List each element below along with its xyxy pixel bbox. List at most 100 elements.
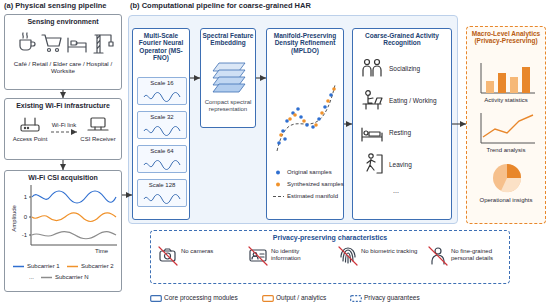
legend-text: Subcarrier N [55,274,89,280]
ellipsis: ... [393,187,399,195]
activity-icons [361,57,383,179]
receiver-icon [86,115,110,133]
legend-swatch [67,263,79,270]
node-title: Scale 64 [138,148,186,155]
legend-swatch [41,274,53,281]
tick-label: 1 [17,194,27,201]
legend-text: Subcarrier 2 [81,263,114,269]
node-title: Privacy-preserving characteristics [151,234,509,242]
legend-sample [151,295,162,301]
activity-label: Resting [389,129,411,136]
node-title: Scale 16 [138,80,186,87]
legend-text: Synthesized samples [287,181,344,187]
analytics-box: Macro-Level Analytics (Privacy-Preservin… [466,26,546,224]
node-title: Access Point [9,136,51,143]
axis-title: Amplitude [11,201,18,235]
legend-sample [13,266,24,268]
legend-sample [273,196,284,197]
node-title: Coarse-Grained Activity Recognition [354,32,450,47]
venue-icons [15,30,113,56]
flow-arrow [62,160,63,170]
legend-text: Core processing modules [164,294,238,301]
access-point: Access Point [9,115,51,149]
csi-receiver: CSI Receiver [77,115,119,149]
axis-title: Time [95,248,108,255]
module-box: Coarse-Grained Activity Recognition Soci… [352,28,452,220]
flow-arrow [62,90,63,98]
legend-swatch [262,295,274,302]
privacy-box: Privacy-preserving characteristics No ca… [150,230,510,284]
legend-swatch [273,169,285,176]
legend-item: Core processing modules [150,294,238,302]
flow-arrow [256,77,266,78]
module-box: Spectral Feature EmbeddingCompact spectr… [200,28,256,128]
flow-arrow [190,77,200,78]
node-title: Manifold-Preserving Density Refinement (… [268,32,342,54]
wave-glyph [143,159,183,171]
node-title: Spectral Feature Embedding [202,32,254,47]
wave-glyph [143,125,183,137]
node-title: Macro-Level Analytics (Privacy-Preservin… [468,30,544,45]
layer-stack [209,59,249,95]
privacy-item: No cameras [181,248,239,255]
pipeline-panel: (b) Computational pipeline for coarse-gr… [128,2,458,224]
activity-label: Socializing [389,65,420,72]
environment-box: Sensing environmentCafé / Retail / Elder… [4,14,122,90]
analytics-label: Activity statistics [469,97,543,104]
analytics-label: Operational insights [469,197,543,204]
legend-text: Output / analytics [276,294,326,301]
module-box: Multi-Scale Fourier Neural Operator (MS-… [132,28,190,220]
node-title: Wi-Fi CSI acquisition [5,174,121,182]
tick-label: -1 [15,232,27,239]
legend-sample [351,295,362,301]
scale-box: Scale 64 [137,145,187,173]
legend-item: Estimated manifold [273,193,338,200]
node-title: Scale 32 [138,114,186,121]
legend-sample [263,295,274,301]
legend-swatch [273,193,285,200]
manifold-scatter [273,67,339,163]
csi-box: Wi-Fi CSI acquisition Amplitude10-1Time.… [4,170,122,292]
legend-item: Output / analytics [262,294,326,302]
legend-item: Subcarrier N [41,274,89,281]
legend-item: Subcarrier 2 [67,263,114,270]
privacy-item: No fine-grained personal details [451,248,509,262]
legend-item: Privacy guarantees [350,294,420,302]
flow-arrow [344,123,352,124]
legend-text: Original samples [287,169,332,175]
csi-chart [29,185,117,247]
legend-sample [276,183,280,187]
privacy-item: No identity information [271,248,329,262]
node-subtitle: Compact spectral representation [203,99,253,113]
flow-arrow [122,194,132,195]
legend-swatch [350,295,362,302]
analytics-charts [477,61,537,195]
panel-heading: (a) Physical sensing pipeline [4,2,107,11]
legend-sample [276,171,280,175]
legend-swatch [150,295,162,302]
wave-glyph [143,193,183,205]
legend-sample [67,266,78,268]
legend-item: Synthesized samples [273,181,344,188]
node-subtitle: Café / Retail / Elder care / Hospital / … [8,60,118,74]
legend-text: Estimated manifold [287,193,338,199]
edge-label: Wi-Fi link [51,122,78,129]
node-title: Sensing environment [5,18,121,26]
node-title: Multi-Scale Fourier Neural Operator (MS-… [134,32,188,62]
legend-item: Original samples [273,169,332,176]
scale-box: Scale 32 [137,111,187,139]
legend-swatch [13,263,25,270]
infrastructure-box: Existing Wi-Fi infrastructureAccess Poin… [4,98,122,160]
ellipsis: ... [29,274,34,281]
wifi-link [51,131,77,132]
activity-label: Leaving [389,161,412,168]
legend-sample [41,277,52,279]
node-title: CSI Receiver [77,136,119,143]
node-title: (b) Computational pipeline for coarse-gr… [130,2,311,11]
privacy-item: No biometric tracking [361,248,419,255]
node-title: Scale 128 [138,182,186,189]
flow-arrow [452,123,466,124]
node-title: Existing Wi-Fi infrastructure [5,102,121,110]
scale-box: Scale 128 [137,179,187,207]
legend-text: Privacy guarantees [364,294,420,301]
